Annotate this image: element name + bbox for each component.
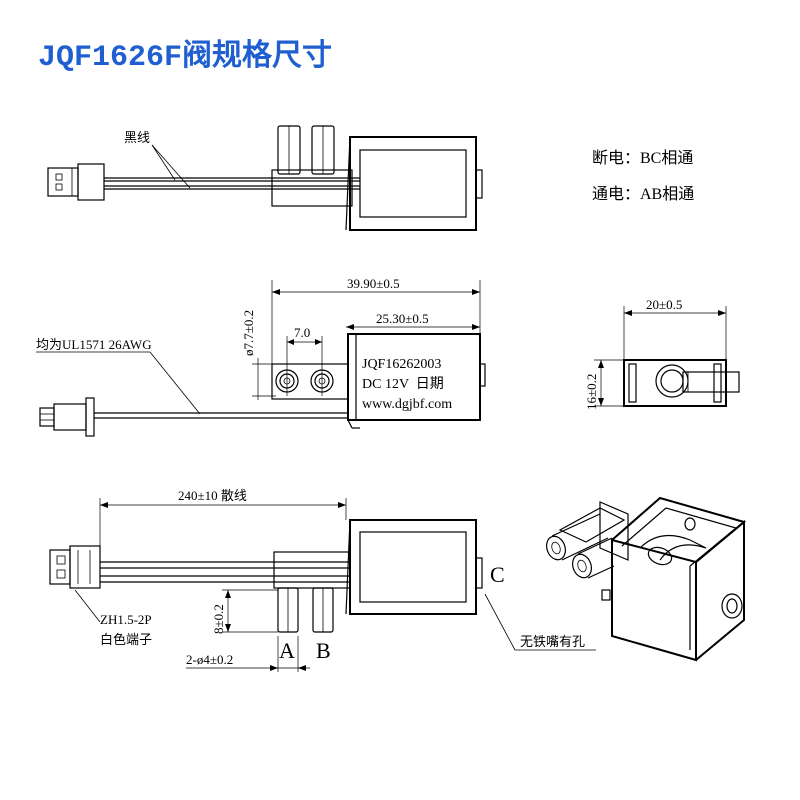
note-power-on: 通电：AB相通	[592, 185, 694, 203]
dim-wire-length: 240±10 散线	[178, 488, 247, 503]
iso-port-c	[721, 593, 743, 619]
isometric-view	[545, 496, 747, 662]
dim-overall-length: 39.90±0.5	[347, 276, 400, 291]
connector-desc: 白色端子	[100, 632, 152, 647]
bottom-view: 240±10 散线 ZH1.5-2P 白色端子 8±0.2 A B	[49, 488, 596, 672]
dim-nozzle-diameter: 2-ø4±0.2	[186, 652, 233, 667]
top-view: 黑线	[47, 125, 483, 231]
side-view: 20±0.5 16±0.2	[584, 297, 740, 410]
side-valve-body	[623, 359, 727, 407]
connector-model: ZH1.5-2P	[100, 612, 152, 627]
dim-port-pitch: 7.0	[294, 325, 310, 340]
dim-nozzle-height: 8±0.2	[211, 604, 226, 634]
wire-color-label: 黑线	[124, 130, 150, 145]
dim-side-width: 20±0.5	[646, 297, 682, 312]
note-power-off: 断电：BC相通	[592, 149, 693, 167]
port-c-label: C	[490, 562, 505, 587]
page-title: JQF1626F阀规格尺寸	[38, 39, 332, 75]
iso-nozzle-b	[571, 553, 593, 579]
marking-model: JQF16262003	[362, 357, 441, 372]
iso-nozzle-a	[545, 535, 567, 561]
wire-spec-label: 均为UL1571 26AWG	[36, 337, 152, 352]
port-c-note: 无铁嘴有孔	[520, 634, 585, 649]
marking-website: www.dgjbf.com	[362, 397, 452, 412]
front-connector	[39, 407, 55, 427]
top-connector	[47, 167, 79, 197]
front-view: 39.90±0.5 25.30±0.5 7.0 ø7.7±0.2 均为UL157…	[36, 276, 486, 437]
port-b-label: B	[316, 638, 331, 663]
marking-voltage: DC 12V 日期	[362, 376, 444, 392]
bottom-valve-body	[349, 519, 477, 615]
bottom-connector	[49, 549, 71, 585]
top-valve-body	[349, 136, 477, 231]
dim-side-height: 16±0.2	[584, 374, 599, 410]
front-port-b	[310, 369, 334, 393]
dim-port-diameter: ø7.7±0.2	[241, 310, 256, 356]
front-port-a	[275, 369, 299, 393]
dim-body-length: 25.30±0.5	[376, 311, 429, 326]
port-a-label: A	[279, 638, 295, 663]
